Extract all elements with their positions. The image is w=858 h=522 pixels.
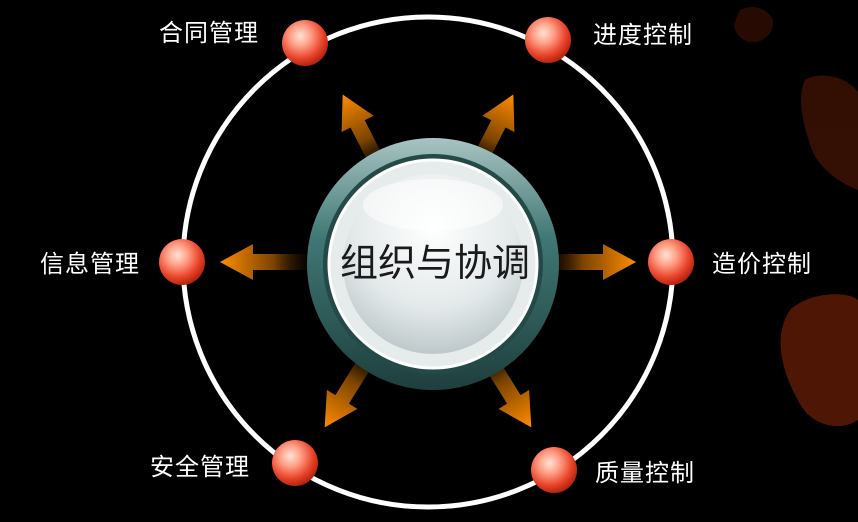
- node-label-information[interactable]: 信息管理: [40, 250, 140, 278]
- node-safety-dot[interactable]: [272, 440, 318, 486]
- node-label-cost[interactable]: 造价控制: [712, 250, 812, 278]
- node-label-quality[interactable]: 质量控制: [595, 459, 695, 487]
- hub-button-icon: [307, 138, 559, 390]
- arrow-to-cost-icon: [538, 244, 636, 280]
- arrow-to-information-icon: [220, 244, 318, 280]
- node-contract-dot[interactable]: [282, 20, 328, 66]
- node-quality-dot[interactable]: [531, 447, 577, 493]
- hub-label: 组织与协调: [339, 241, 530, 285]
- node-label-schedule[interactable]: 进度控制: [593, 21, 693, 49]
- node-cost-dot[interactable]: [648, 239, 694, 285]
- leaf-decoration-icon: [734, 7, 858, 427]
- node-label-contract[interactable]: 合同管理: [159, 19, 259, 47]
- node-information-dot[interactable]: [159, 239, 205, 285]
- node-schedule-dot[interactable]: [525, 17, 571, 63]
- node-label-safety[interactable]: 安全管理: [150, 453, 250, 481]
